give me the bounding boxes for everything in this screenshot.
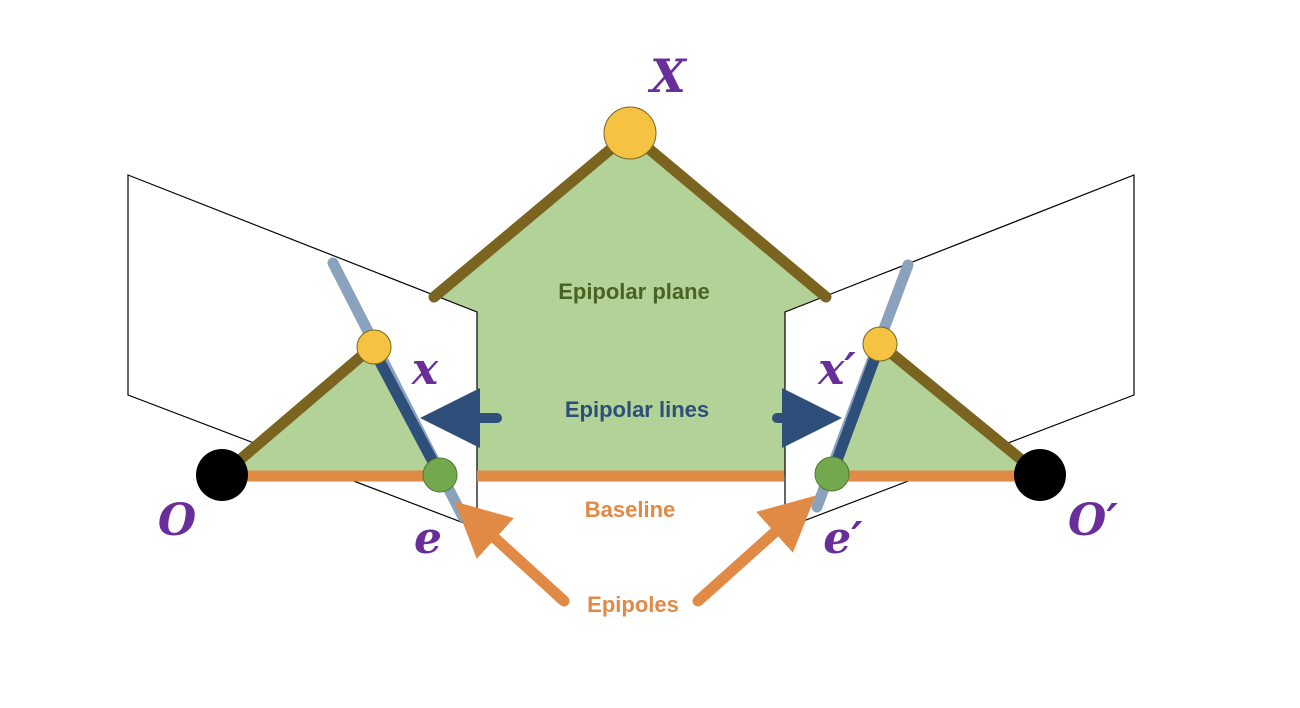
baseline-label: Baseline [585, 497, 676, 522]
point-x [356, 329, 392, 365]
epipolar-lines-label: Epipolar lines [565, 397, 709, 422]
label-x-prime: x′ [817, 344, 856, 395]
label-e: e [414, 513, 442, 564]
ray-O-to-x [216, 341, 378, 481]
right-epipolar-line [826, 338, 886, 480]
epipole-e [422, 457, 458, 493]
label-e-prime: e′ [823, 513, 863, 564]
label-O: O [158, 495, 196, 546]
label-O-prime: O′ [1068, 495, 1118, 546]
epipoles-arrow-left [454, 501, 570, 607]
epipolar-plane-label: Epipolar plane [558, 279, 710, 304]
camera-center-O-prime [1014, 449, 1066, 501]
epipole-e-prime [814, 456, 850, 492]
label-X: X [647, 49, 688, 103]
point-X [603, 106, 657, 160]
camera-center-O [196, 449, 248, 501]
point-x-prime [862, 326, 898, 362]
label-x: x [411, 344, 439, 395]
epipoles-arrow-right [692, 495, 816, 607]
right-plane-triangle [832, 344, 1040, 475]
ray-Oprime-to-X-upper [624, 127, 832, 303]
ray-O-to-X-upper [428, 127, 636, 303]
left-epipolar-line [366, 341, 446, 481]
epipoles-label: Epipoles [587, 592, 679, 617]
ray-Oprime-to-xprime [874, 338, 1046, 481]
